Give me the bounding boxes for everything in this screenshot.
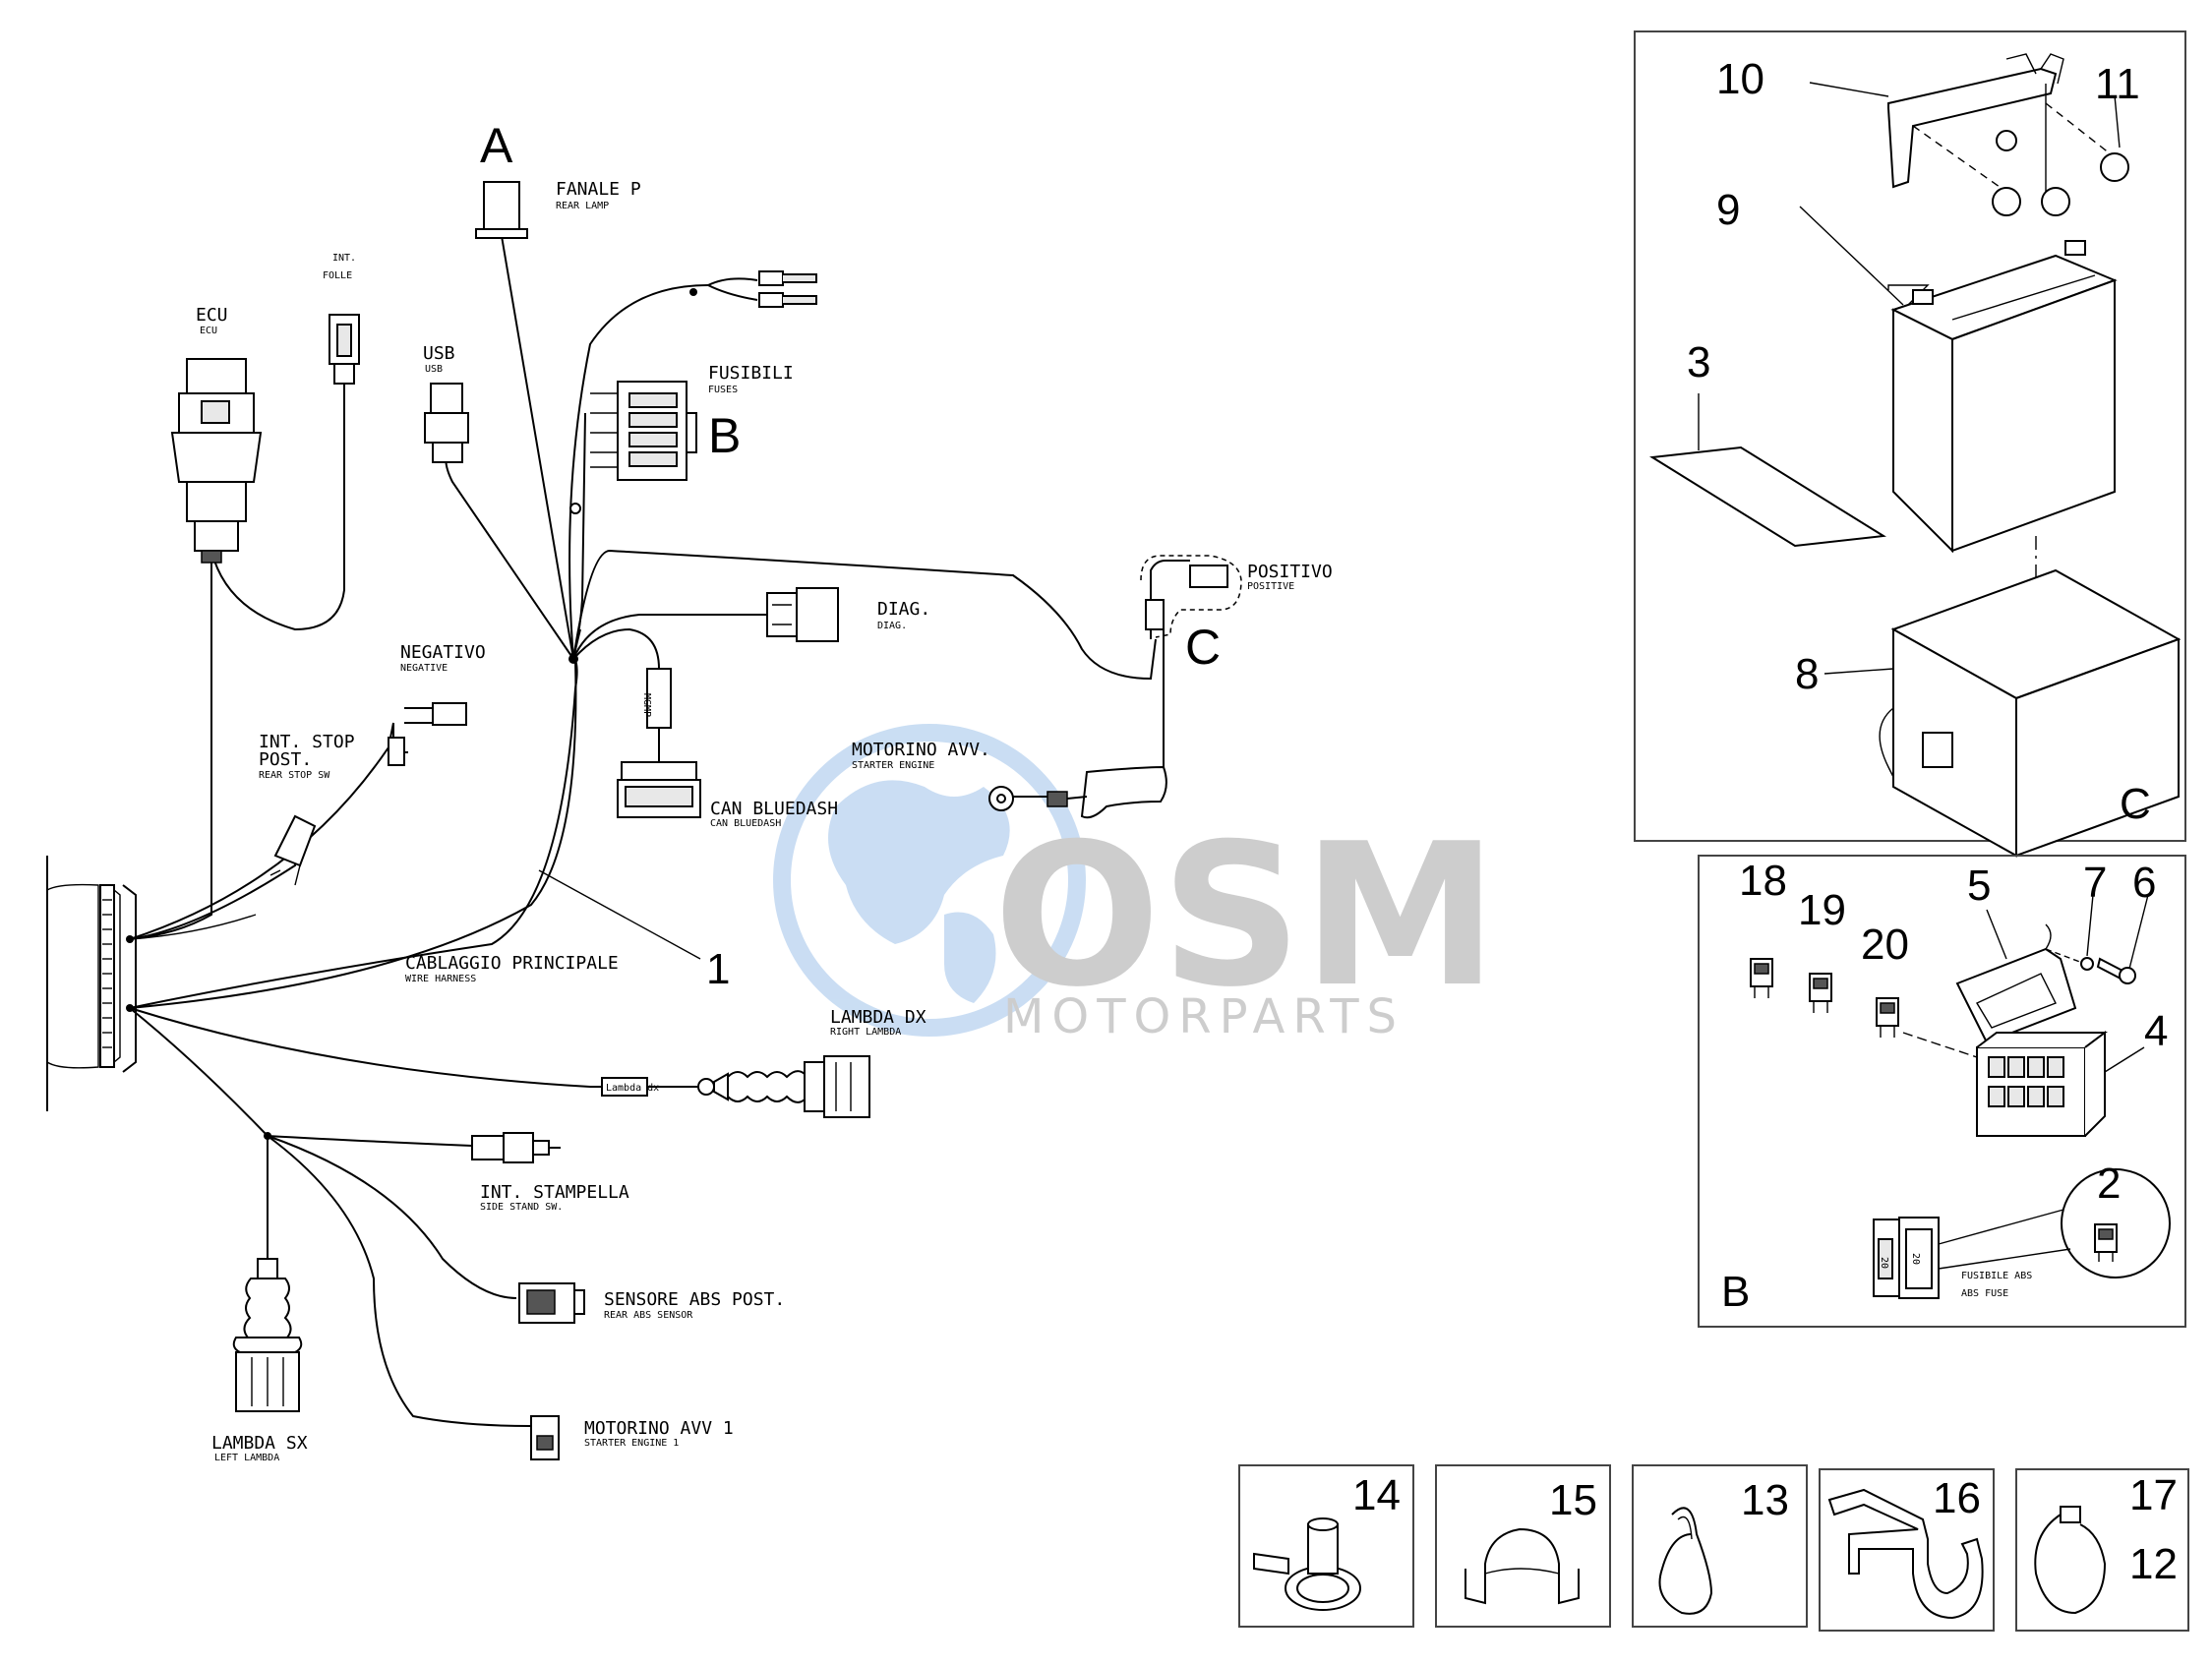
part-13: 13 xyxy=(1741,1476,1789,1524)
label-lambda-dx: LAMBDA DX xyxy=(830,1007,927,1028)
connector-lambda-dx: Lambda dx LAMBDA DX RIGHT LAMBDA xyxy=(601,1007,927,1118)
label-negativo: NEGATIVO xyxy=(400,642,486,663)
connector-can-bluedash: MGMP CAN BLUEDASH CAN BLUEDASH xyxy=(617,668,838,829)
part-box-16: 16 xyxy=(1819,1468,1995,1632)
label-rear-abs-sensor: REAR ABS SENSOR xyxy=(604,1310,693,1321)
part-box-13: 13 xyxy=(1632,1464,1808,1628)
label-wire-harness: WIRE HARNESS xyxy=(405,974,476,984)
watermark-tagline: MOTORPARTS xyxy=(1003,989,1405,1044)
connector-positivo: POSITIVO POSITIVE C xyxy=(1140,555,1333,675)
label-lambda-tag: Lambda dx xyxy=(606,1083,659,1094)
label-int-stop-1: INT. STOP xyxy=(259,732,355,752)
label-negative: NEGATIVE xyxy=(400,663,448,674)
label-rear-stop-sw: REAR STOP SW xyxy=(259,770,330,781)
part-7: 7 xyxy=(2083,859,2107,907)
part-17: 17 xyxy=(2129,1471,2178,1519)
connector-fanale-p: A FANALE P REAR LAMP xyxy=(475,118,641,239)
label-int-folle-1: INT. xyxy=(332,253,356,264)
callout-1: 1 xyxy=(706,945,730,993)
connector-diag: DIAG. DIAG. xyxy=(766,587,930,642)
connector-sensore-abs: SENSORE ABS POST. REAR ABS SENSOR xyxy=(518,1282,785,1324)
label-ecu: ECU xyxy=(196,305,228,326)
connector-fusibili: FUSIBILI FUSES B xyxy=(590,363,794,481)
part-15: 15 xyxy=(1549,1476,1597,1524)
main-harness-label: CABLAGGIO PRINCIPALE WIRE HARNESS 1 xyxy=(405,869,730,993)
label-lambda-sx: LAMBDA SX xyxy=(211,1433,308,1454)
label-fusibili: FUSIBILI xyxy=(708,363,794,384)
label-fusibile-abs: FUSIBILE ABS xyxy=(1961,1271,2032,1281)
dashboard-connector xyxy=(46,856,137,1111)
panel-b-fusebox: 20 20 18 19 20 5 7 6 4 2 FUSIBILE ABS AB… xyxy=(1698,855,2186,1328)
label-int-stop-2: POST. xyxy=(259,749,312,770)
small-parts-row: 14 15 13 16 17 12 xyxy=(1238,1464,2189,1632)
connector-ecu: ECU ECU xyxy=(170,305,263,564)
part-10: 10 xyxy=(1716,55,1764,103)
label-side-stand-sw: SIDE STAND SW. xyxy=(480,1202,563,1213)
connector-usb: USB USB xyxy=(423,343,469,463)
connector-motorino-avv: MOTORINO AVV. STARTER ENGINE xyxy=(852,740,1167,819)
part-5: 5 xyxy=(1967,862,1991,910)
part-box-15: 15 xyxy=(1435,1464,1611,1628)
label-fanale-p: FANALE P xyxy=(556,179,641,200)
part-2: 2 xyxy=(2097,1160,2121,1208)
label-usb: USB xyxy=(423,343,455,364)
label-positive: POSITIVE xyxy=(1247,581,1294,592)
label-fuses: FUSES xyxy=(708,385,738,395)
label-motorino-avv-1: MOTORINO AVV 1 xyxy=(584,1418,734,1439)
label-diag: DIAG. xyxy=(877,599,930,620)
label-can-bluedash: CAN BLUEDASH xyxy=(710,799,838,819)
callout-a: A xyxy=(480,118,513,173)
label-mgmp: MGMP xyxy=(641,693,652,717)
label-diag-sub: DIAG. xyxy=(877,621,907,631)
label-abs-fuse: ABS FUSE xyxy=(1961,1288,2008,1299)
label-rear-lamp: REAR LAMP xyxy=(556,201,609,211)
part-12: 12 xyxy=(2129,1540,2178,1588)
connector-motorino-avv-1: MOTORINO AVV 1 STARTER ENGINE 1 xyxy=(530,1415,734,1460)
part-8: 8 xyxy=(1795,650,1819,698)
connector-int-stampella: INT. STAMPELLA SIDE STAND SW. xyxy=(471,1132,629,1213)
label-ecu-sub: ECU xyxy=(200,326,217,336)
part-box-17: 17 12 xyxy=(2015,1468,2189,1632)
panel-c-label: C xyxy=(2120,780,2151,828)
label-usb-sub: USB xyxy=(425,364,443,375)
connector-lambda-sx: LAMBDA SX LEFT LAMBDA xyxy=(211,1258,308,1463)
panel-c-battery: 10 11 9 3 8 C xyxy=(1634,30,2186,858)
part-14: 14 xyxy=(1352,1471,1401,1519)
label-cablaggio: CABLAGGIO PRINCIPALE xyxy=(405,953,619,974)
part-11: 11 xyxy=(2095,60,2140,108)
part-4: 4 xyxy=(2144,1007,2168,1055)
part-18: 18 xyxy=(1739,857,1787,905)
label-sensore-abs: SENSORE ABS POST. xyxy=(604,1289,785,1310)
label-int-folle-2: FOLLE xyxy=(323,270,352,281)
label-motorino-avv: MOTORINO AVV. xyxy=(852,740,990,760)
callout-b: B xyxy=(708,408,741,463)
part-16: 16 xyxy=(1933,1474,1981,1522)
label-starter-engine-1: STARTER ENGINE 1 xyxy=(584,1438,679,1449)
main-harness xyxy=(46,235,1157,1427)
part-20: 20 xyxy=(1861,921,1909,969)
connector-int-folle: INT. FOLLE xyxy=(323,253,360,385)
label-can-bluedash-sub: CAN BLUEDASH xyxy=(710,818,781,829)
part-6: 6 xyxy=(2132,859,2156,907)
part-box-14: 14 xyxy=(1238,1464,1414,1628)
part-9: 9 xyxy=(1716,186,1740,234)
connector-spade-terminals xyxy=(689,270,817,308)
connector-negativo: NEGATIVO NEGATIVE xyxy=(388,642,486,766)
svg-text:20: 20 xyxy=(1879,1257,1889,1269)
label-positivo: POSITIVO xyxy=(1247,562,1333,582)
connector-int-stop: INT. STOP POST. REAR STOP SW xyxy=(259,732,355,886)
part-3: 3 xyxy=(1687,338,1710,387)
label-int-stampella: INT. STAMPELLA xyxy=(480,1182,629,1203)
svg-text:20: 20 xyxy=(1910,1253,1921,1265)
callout-c: C xyxy=(1185,620,1221,675)
label-starter-engine: STARTER ENGINE xyxy=(852,760,934,771)
watermark-logo: OSM xyxy=(993,802,1498,1031)
panel-b-label: B xyxy=(1721,1268,1750,1316)
part-19: 19 xyxy=(1798,886,1846,934)
label-left-lambda: LEFT LAMBDA xyxy=(214,1453,279,1463)
label-right-lambda: RIGHT LAMBDA xyxy=(830,1027,901,1038)
watermark: OSM MOTORPARTS xyxy=(773,724,1498,1044)
